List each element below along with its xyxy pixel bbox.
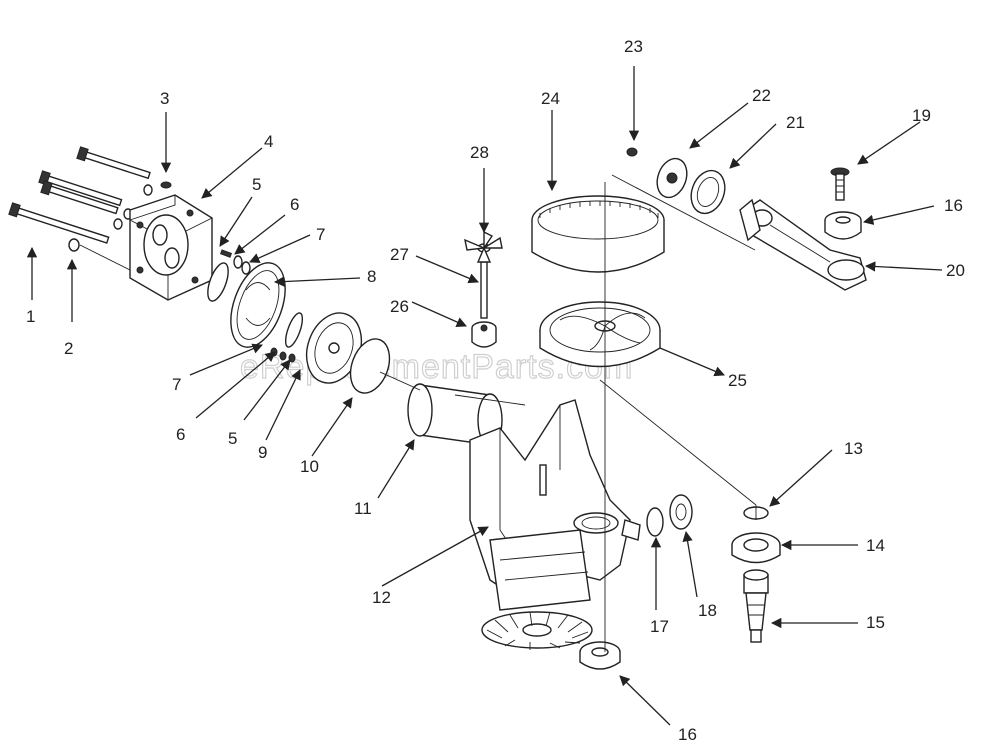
part-1-bolts [8,146,151,244]
callout-14: 14 [866,536,885,555]
part-12-housing [469,399,641,650]
part-15-shaft [743,569,769,643]
callout-1: 1 [26,307,35,326]
callout-7-bottom: 7 [172,375,181,394]
callout-labels: 1 2 3 4 5 6 7 8 7 6 5 9 10 11 12 13 14 1… [26,37,965,744]
part-3-screw [160,181,172,189]
callout-26: 26 [390,297,409,316]
callout-6-top: 6 [290,195,299,214]
part-24-belt [531,195,665,273]
callout-16-bottom: 16 [678,725,697,744]
callout-25: 25 [728,371,747,390]
callout-17: 17 [650,617,669,636]
part-18-gear [669,494,693,530]
callout-10: 10 [300,457,319,476]
callout-6-bottom: 6 [176,425,185,444]
part-28-impeller [464,230,503,263]
part-14-bearing [731,532,781,564]
part-16-bearing-lower [579,641,621,670]
callout-21: 21 [786,113,805,132]
part-25-pulley [539,301,661,368]
callout-5-bottom: 5 [228,429,237,448]
callout-8: 8 [367,267,376,286]
part-8-plate [230,262,286,348]
callout-18: 18 [698,601,717,620]
part-23-screw [626,147,638,157]
callout-20: 20 [946,261,965,280]
part-27-shaft [480,261,488,319]
callout-24: 24 [541,89,560,108]
parts-5-6-7-upper [207,249,251,302]
callout-2: 2 [64,339,73,358]
callout-12: 12 [372,588,391,607]
assembly-lines [79,174,757,652]
part-9-rotor-plate [305,312,363,384]
leader-arrows [26,66,943,726]
callout-11: 11 [354,499,372,518]
part-4-end-cover [129,194,213,301]
part-16-bearing-upper [824,211,862,240]
callout-22: 22 [752,86,771,105]
callout-9: 9 [258,443,267,462]
part-19-screw [830,167,850,201]
part-17-washer [646,507,664,537]
callout-7-top: 7 [316,225,325,244]
callout-5-top: 5 [252,175,261,194]
parts-5-6-7-9-lower [270,312,304,363]
part-10-ring [349,338,391,394]
callout-4: 4 [264,132,273,151]
callout-13: 13 [844,439,863,458]
callout-27: 27 [390,245,409,264]
callout-15: 15 [866,613,885,632]
part-2-washer [68,238,80,252]
callout-19: 19 [912,106,931,125]
callout-28: 28 [470,143,489,162]
part-21-washer [690,169,726,215]
part-22-cap [656,157,688,199]
callout-3: 3 [160,89,169,108]
callout-23: 23 [624,37,643,56]
part-26-pinion [471,321,497,348]
callout-16-top: 16 [944,196,963,215]
